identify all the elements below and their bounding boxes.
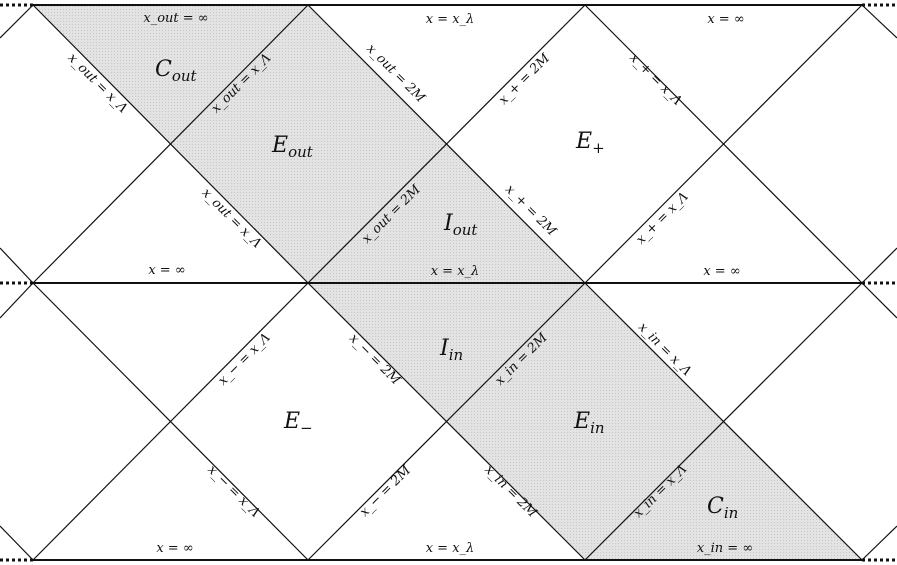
region-i-in: Iin — [439, 336, 463, 364]
label-bot-mid: x = x_λ — [426, 541, 475, 556]
label-bot-left: x = ∞ — [156, 541, 193, 556]
label-top-mid: x = x_λ — [426, 12, 475, 27]
label-xminus-2m-b: x_− = 2M — [357, 463, 414, 520]
shaded-c-in — [585, 421, 862, 560]
label-top-c-out-inf: x_out = ∞ — [143, 11, 208, 26]
label-mid-left: x = ∞ — [148, 263, 185, 278]
shaded-c-out — [33, 5, 308, 143]
label-mid-right: x = ∞ — [703, 264, 740, 279]
region-e-in: Ein — [573, 409, 605, 437]
label-xplus-2m-a: x_+ = 2M — [496, 51, 553, 108]
label-bot-c-in-inf: x_in = ∞ — [697, 541, 753, 556]
label-xplus-xl-b: x_+ = x_Λ — [633, 189, 691, 247]
label-xplus-xl-a: x_+ = x_Λ — [626, 50, 684, 108]
region-e-minus: E− — [283, 409, 313, 437]
label-top-right: x = ∞ — [707, 12, 744, 27]
region-e-plus: E+ — [575, 129, 605, 157]
region-i-out: Iout — [443, 211, 478, 239]
region-e-out: Eout — [271, 133, 314, 161]
shaded-i-in — [308, 283, 585, 421]
region-c-in: Cin — [707, 494, 738, 522]
boundary-labels: x_out = ∞ x = x_λ x = ∞ x = ∞ x = x_λ x … — [143, 11, 753, 556]
label-xminus-xl-a: x_− = x_Λ — [215, 330, 273, 388]
horizontal-boundaries — [0, 3, 897, 562]
region-labels: Cout Eout Iout E+ E− Iin Ein Cin — [155, 57, 738, 522]
region-c-out: Cout — [155, 57, 198, 85]
null-lines — [0, 4, 897, 561]
label-mid-mid: x = x_λ — [431, 264, 480, 279]
shaded-i-out — [308, 143, 585, 283]
label-xminus-xl-b: x_− = x_Λ — [204, 462, 262, 520]
